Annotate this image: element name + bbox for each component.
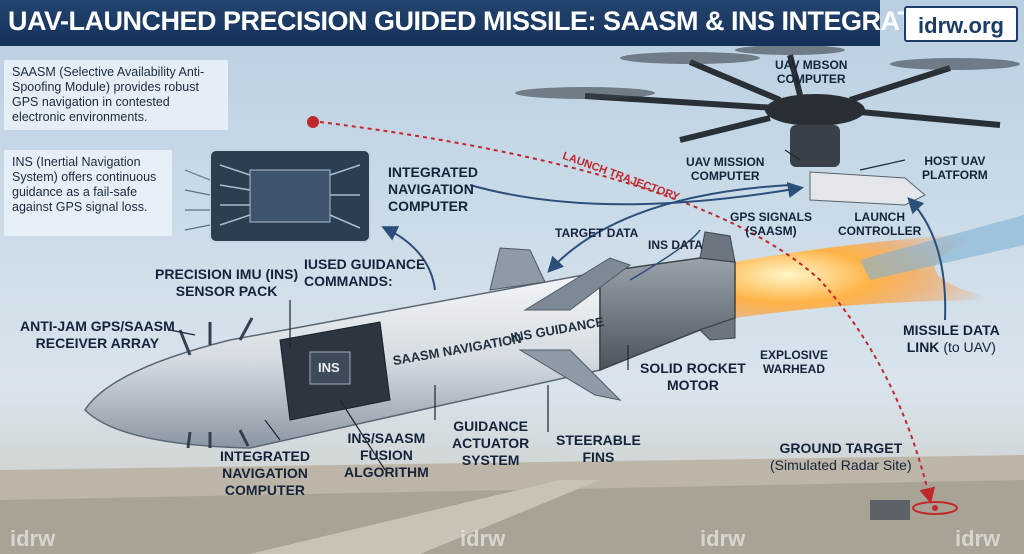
ins-block [309,351,351,385]
label-precision-imu: PRECISION IMU (INS)SENSOR PACK [155,266,299,299]
steerable-fin-top [523,257,632,311]
ins-block-label: INS [318,360,340,375]
watermark: idrw [10,526,56,551]
navigation-computer-board [184,149,371,243]
ins-data-line [629,229,701,281]
steerable-fin-bottom [518,349,622,401]
gps-antenna-5 [238,429,250,447]
tail-fin-top [699,231,736,263]
leader-lines [169,149,906,471]
watermark: idrw [700,526,746,551]
label-target-data: TARGET DATA [555,226,639,240]
nav-to-uav-arrow [469,182,804,206]
saasm-info-note: SAASM (Selective Availability Anti-Spoof… [4,60,228,130]
title-banner: UAV-LAUNCHED PRECISION GUIDED MISSILE: S… [0,0,968,46]
label-ins-data: INS DATA [648,238,703,252]
guidance-commands-arrow [381,226,436,291]
upper-rear-fin [489,247,546,291]
label-gps-signals: GPS SIGNALS(SAASM) [730,210,813,238]
label-missile-data-link: MISSILE DATA LINK (to UAV) [903,322,1000,355]
ins-info-note: INS (Inertial Navigation System) offers … [4,150,172,236]
gps-antenna-6 [186,431,192,449]
exhaust-trail [860,215,1024,280]
runway [250,480,600,554]
ground-foreground [0,480,1024,554]
site-logo[interactable]: idrw.org [904,6,1018,42]
watermark: idrw [460,526,506,551]
missile-data-link-arrow [907,197,947,321]
gps-antenna-2 [238,317,254,341]
gps-antenna-3 [178,329,192,356]
page-title: UAV-LAUNCHED PRECISION GUIDED MISSILE: S… [8,6,968,36]
tail-fin-bottom [699,317,736,341]
missile [84,231,736,449]
trajectory-origin-marker [307,116,319,128]
watermark: idrw [955,526,1001,551]
host-uav-drone [515,45,1020,206]
target-data-arrow [547,184,791,273]
label-ground-target: GROUND TARGET (Simulated Radar Site) [770,440,912,473]
launch-trajectory-path [319,121,936,504]
